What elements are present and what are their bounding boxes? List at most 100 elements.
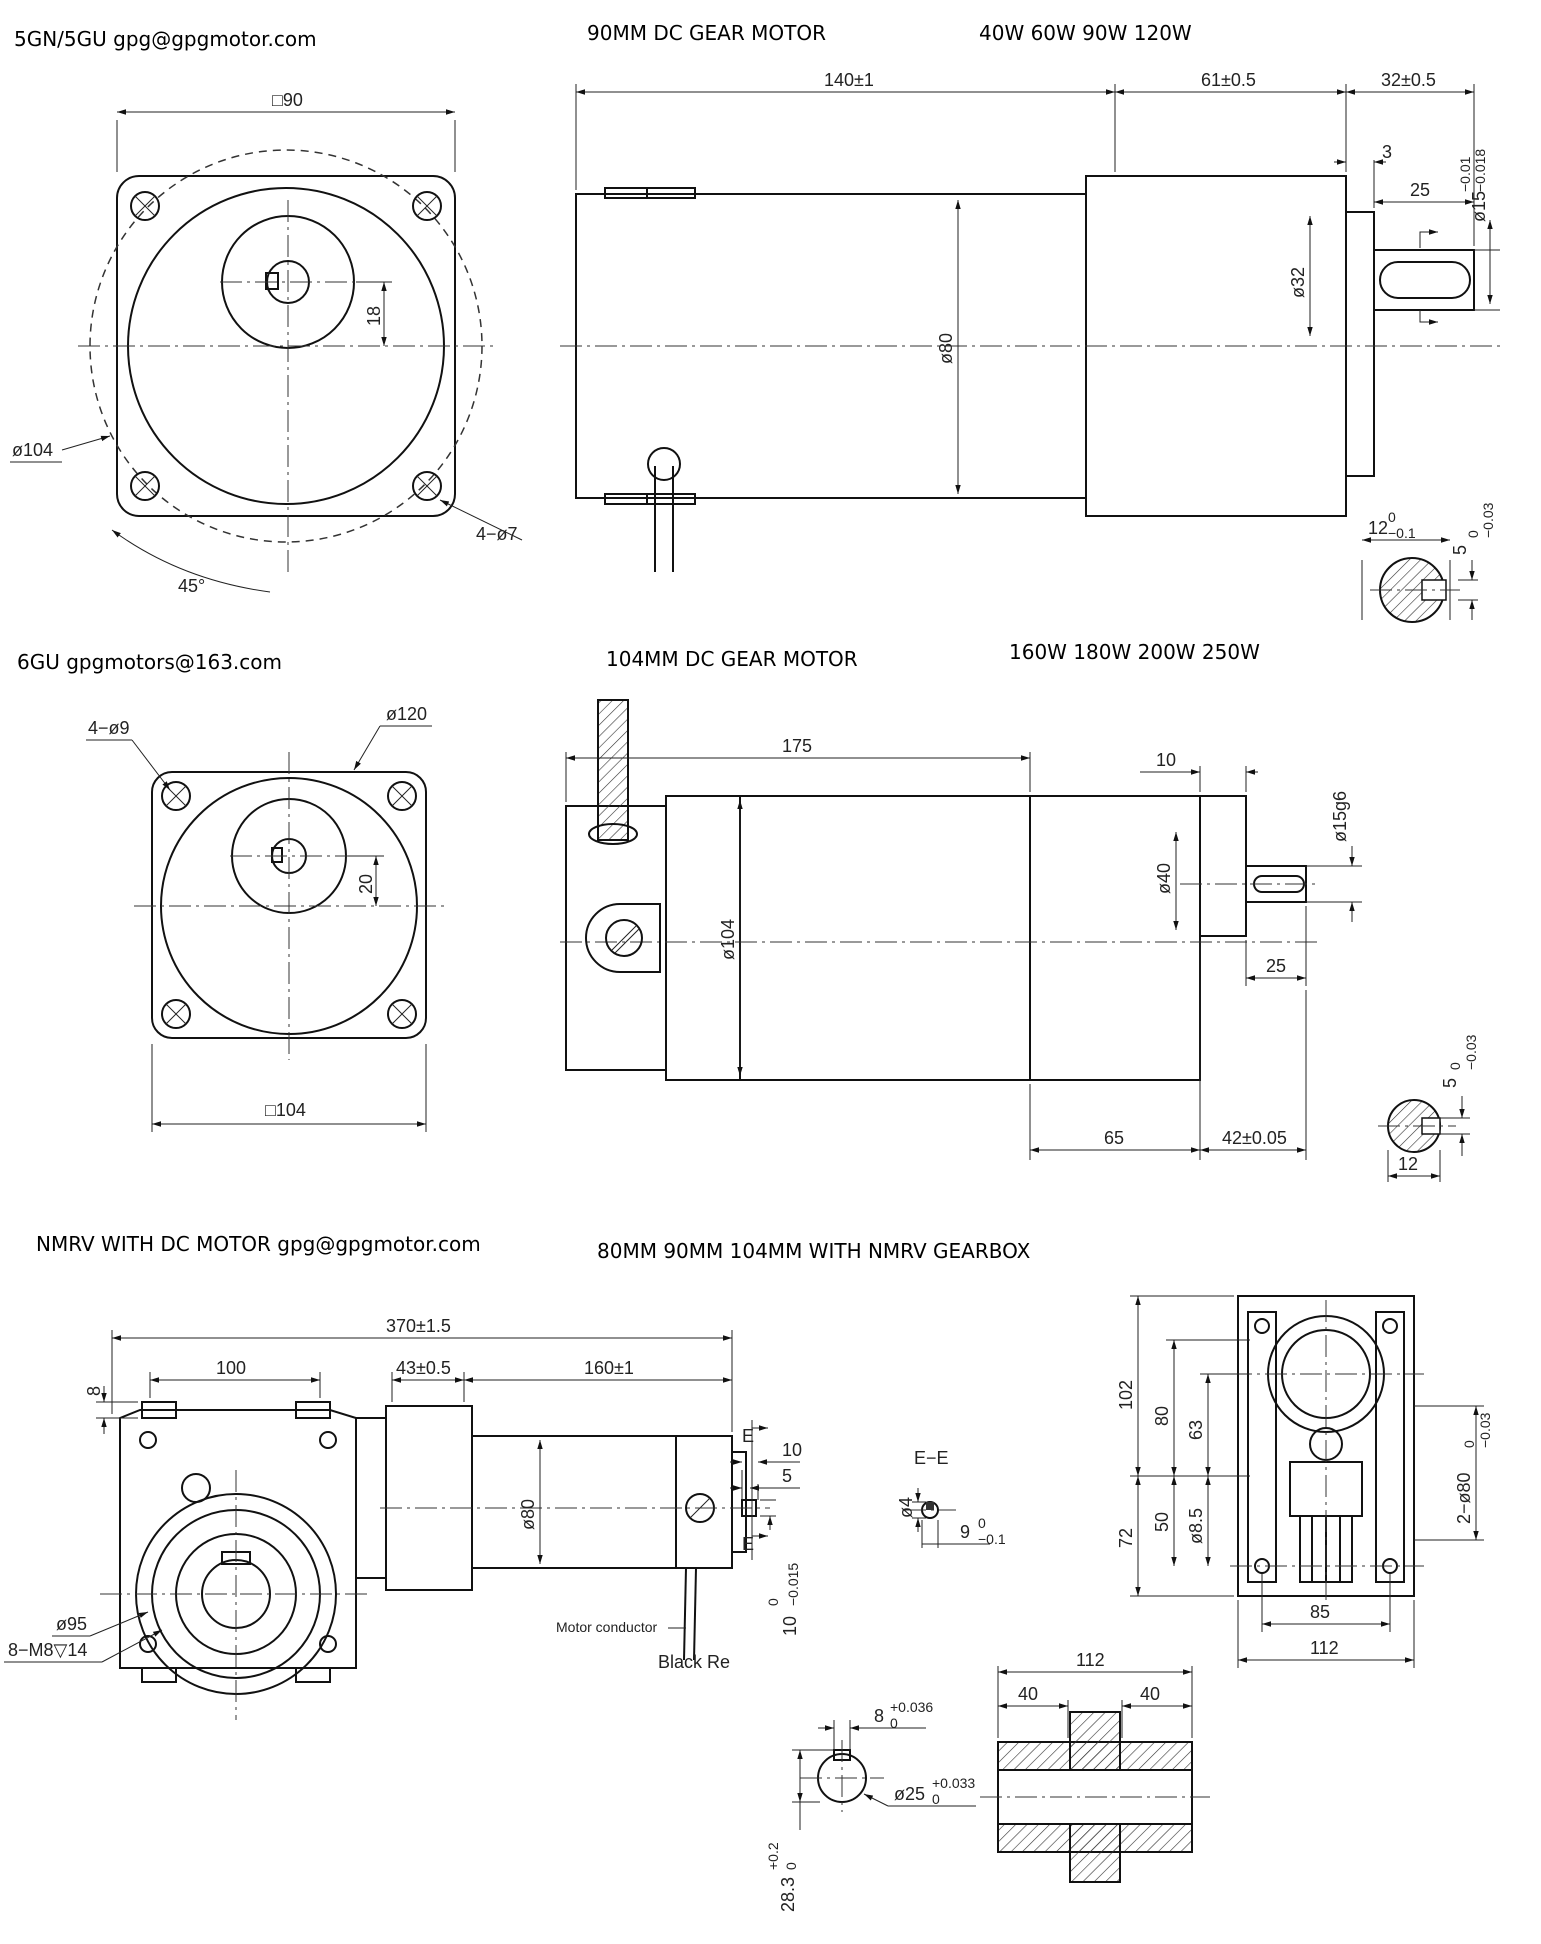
s3-d2x80-tol-top: 0 [1461, 1440, 1477, 1448]
s2-d40: ø40 [1154, 863, 1174, 894]
s1-shaft-tol-top: −0.01 [1457, 156, 1473, 192]
s3-nmrv-assembly: 370±1.5 100 8 43±0.5 160±1 E E 10 5 ø80 [4, 1316, 802, 1720]
s1-key12-tol-top: 0 [1388, 509, 1396, 525]
s1-shaft: ø15 [1469, 191, 1489, 222]
s1-key5-tol-bot: −0.03 [1480, 502, 1496, 538]
s3-key8: 8 [874, 1706, 884, 1726]
s3-h50: 50 [1152, 1512, 1172, 1532]
s1-d32: ø32 [1288, 267, 1308, 298]
s3-h63: 63 [1186, 1420, 1206, 1440]
s1-key12-tol-bot: −0.1 [1388, 525, 1416, 541]
s3-h85: ø8.5 [1186, 1508, 1206, 1544]
s3-h80: 80 [1152, 1406, 1172, 1426]
s3-len5: 5 [782, 1466, 792, 1486]
s3-ee-9: 9 [960, 1522, 970, 1542]
s1-len140: 140±1 [824, 70, 874, 90]
s2-key5-tol-bot: −0.03 [1463, 1034, 1479, 1070]
s1-len32: 32±0.5 [1381, 70, 1436, 90]
s3-h72: 72 [1116, 1528, 1136, 1548]
s2-title: 104MM DC GEAR MOTOR [606, 647, 858, 671]
s3-m8: 8−M8▽14 [8, 1640, 87, 1660]
s3-shaft10-tol-top: 0 [765, 1598, 781, 1606]
s2-power: 160W 180W 200W 250W [1009, 640, 1260, 664]
s3-len160: 160±1 [584, 1358, 634, 1378]
s3-output-hub: 112 40 40 [980, 1650, 1210, 1883]
s1-key12: 12 [1368, 518, 1388, 538]
section-headers: 5GN/5GU gpg@gpgmotor.com 90MM DC GEAR MO… [14, 21, 1260, 1263]
s3-shaft10: 10 [780, 1616, 800, 1636]
s1-len61: 61±0.5 [1201, 70, 1256, 90]
s1-side-view: 140±1 61±0.5 32±0.5 3 25 ø32 ø80 ø15 −0.… [560, 70, 1500, 572]
s3-ee-bot: E [742, 1534, 754, 1554]
s3-key8-tol-top: +0.036 [890, 1699, 933, 1715]
s3-ee-section: E−E ø4 9 0 −0.1 [896, 1448, 1006, 1548]
s2-model-label: 6GU gpgmotors@163.com [17, 650, 282, 674]
s2-d104: ø104 [718, 919, 738, 960]
s2-key5: 5 [1440, 1078, 1460, 1088]
s2-len10: 10 [1156, 750, 1176, 770]
s3-ee-d4: ø4 [896, 1497, 916, 1518]
s2-shaft: ø15g6 [1330, 791, 1350, 842]
s3-ee-9-tol-top: 0 [978, 1515, 986, 1531]
s3-bore25-tol-top: +0.033 [932, 1775, 975, 1791]
s2-len65: 65 [1104, 1128, 1124, 1148]
s2-len25: 25 [1266, 956, 1286, 976]
s2-sq104: □104 [265, 1100, 306, 1120]
s2-len42: 42±0.05 [1222, 1128, 1287, 1148]
s3-bore25-tol-bot: 0 [932, 1791, 940, 1807]
s1-key5-tol-top: 0 [1465, 530, 1481, 538]
s1-title: 90MM DC GEAR MOTOR [587, 21, 826, 45]
s3-key8-tol-bot: 0 [890, 1715, 898, 1731]
s2-holes: 4−ø9 [88, 718, 130, 738]
s3-h283-tol-bot: 0 [783, 1862, 799, 1870]
s1-d104: ø104 [12, 440, 53, 460]
s3-len8: 8 [84, 1386, 104, 1396]
s1-angle: 45° [178, 576, 205, 596]
s3-h283: 28.3 [778, 1877, 798, 1912]
s3-ee-top: E [742, 1426, 754, 1446]
s3-h283-tol-top: +0.2 [765, 1842, 781, 1870]
s2-key12: 12 [1398, 1154, 1418, 1174]
s3-w85: 85 [1310, 1602, 1330, 1622]
s3-h102: 102 [1116, 1380, 1136, 1410]
s2-key-section: 5 0 −0.03 12 [1378, 1034, 1479, 1182]
s3-len370: 370±1.5 [386, 1316, 451, 1336]
s3-hub112: 112 [1076, 1650, 1105, 1670]
s3-d2x80-tol-bot: −0.03 [1477, 1412, 1493, 1448]
s3-model-label: NMRV WITH DC MOTOR gpg@gpgmotor.com [36, 1232, 481, 1256]
s3-len100: 100 [216, 1358, 246, 1378]
s2-key20: 20 [356, 874, 376, 894]
s1-len3: 3 [1382, 142, 1392, 162]
s3-title: 80MM 90MM 104MM WITH NMRV GEARBOX [597, 1239, 1031, 1263]
s1-model-label: 5GN/5GU gpg@gpgmotor.com [14, 27, 317, 51]
s1-key-section: 12 0 −0.1 5 0 −0.03 [1361, 502, 1496, 623]
s3-d95: ø95 [56, 1614, 87, 1634]
s3-hub40b: 40 [1140, 1684, 1160, 1704]
s3-bore-section: 8 +0.036 0 ø25 +0.033 0 28.3 +0.2 0 [765, 1699, 976, 1912]
s3-d80: ø80 [518, 1499, 538, 1530]
s1-holes: 4−ø7 [476, 524, 518, 544]
s3-gearbox-front: 102 72 80 50 63 ø8.5 2−ø80 0 −0.03 85 11… [1116, 1295, 1493, 1668]
s3-d2x80: 2−ø80 [1454, 1472, 1474, 1524]
s1-front-view: □90 18 ø104 4−ø7 45° [10, 90, 523, 596]
s3-len43: 43±0.5 [396, 1358, 451, 1378]
s2-len175: 175 [782, 736, 812, 756]
s1-key5: 5 [1450, 545, 1470, 555]
s1-d80: ø80 [936, 333, 956, 364]
s3-w112: 112 [1310, 1638, 1339, 1658]
s1-shaft-tol-bot: −0.018 [1472, 149, 1488, 192]
s1-power: 40W 60W 90W 120W [979, 21, 1192, 45]
s3-ee-9-tol-bot: −0.1 [978, 1531, 1006, 1547]
s2-mount-holes [161, 781, 417, 1029]
s3-bore25: ø25 [894, 1784, 925, 1804]
s2-key5-tol-top: 0 [1447, 1062, 1463, 1070]
s3-hub40a: 40 [1018, 1684, 1038, 1704]
s1-key18: 18 [364, 306, 384, 326]
s3-ee-title: E−E [914, 1448, 949, 1468]
s1-len25: 25 [1410, 180, 1430, 200]
s2-side-view: 175 10 ø15g6 ø40 ø104 25 65 42±0.05 [560, 699, 1362, 1160]
s1-mount-holes [130, 191, 442, 501]
s3-black-red: Black Re [658, 1652, 730, 1672]
s3-shaft10-tol-bot: −0.015 [785, 1563, 801, 1606]
